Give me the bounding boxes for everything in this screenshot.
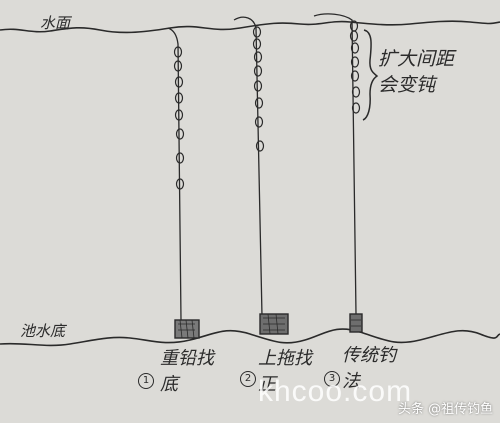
rig-3-sinker: [349, 313, 363, 333]
rig-3: [313, 13, 363, 333]
rig-3-bead: [350, 56, 360, 68]
rig-1-number: 1: [138, 373, 154, 389]
rig-2-bead: [254, 116, 264, 128]
rig-2-bead: [253, 65, 263, 77]
rig-1-bead: [173, 46, 183, 58]
rig-2-line: [233, 16, 263, 317]
rig-3-caption: 传统钓法: [342, 345, 396, 392]
spacing-note: 扩大间距会变钝: [378, 48, 455, 96]
rig-2-bead: [253, 80, 263, 92]
rig-3-number: 3: [324, 371, 340, 387]
water-surface-line: [0, 20, 500, 34]
rig-3-bead: [350, 70, 360, 82]
rig-1-bead: [175, 128, 185, 140]
rig-1-bead: [175, 152, 185, 164]
spacing-bracket: [362, 29, 379, 121]
rig-3-bead: [350, 42, 360, 54]
rig-2: [233, 16, 289, 335]
rig-3-bead: [349, 30, 359, 42]
rig-2-bead: [252, 26, 262, 38]
rig-1: [167, 27, 200, 339]
rig-1-bead: [174, 109, 184, 121]
rig-2-caption: 上拖找正: [258, 348, 312, 395]
rig-1-bead: [174, 92, 184, 104]
rig-1-bead: [175, 178, 185, 190]
rig-1-line: [167, 27, 182, 321]
rig-1-bead: [173, 60, 183, 72]
water-surface-label: 水面: [40, 14, 71, 32]
rig-3-bead: [351, 86, 361, 98]
rig-2-bead: [255, 140, 265, 152]
rig-2-number: 2: [240, 371, 256, 387]
rig-2-bead: [254, 97, 264, 109]
water-bottom-line: [0, 328, 500, 347]
rig-2-bead: [253, 51, 263, 63]
credit-label: 头条 @祖传钓鱼: [398, 402, 494, 417]
rig-3-line: [313, 13, 357, 315]
rig-1-caption: 重铅找底: [160, 348, 214, 395]
watermark: khcoo.com: [258, 375, 413, 408]
rig-3-bead: [351, 102, 361, 114]
water-bottom-label: 池水底: [20, 322, 66, 340]
rig-2-bead: [252, 38, 262, 50]
rig-1-bead: [174, 76, 184, 88]
